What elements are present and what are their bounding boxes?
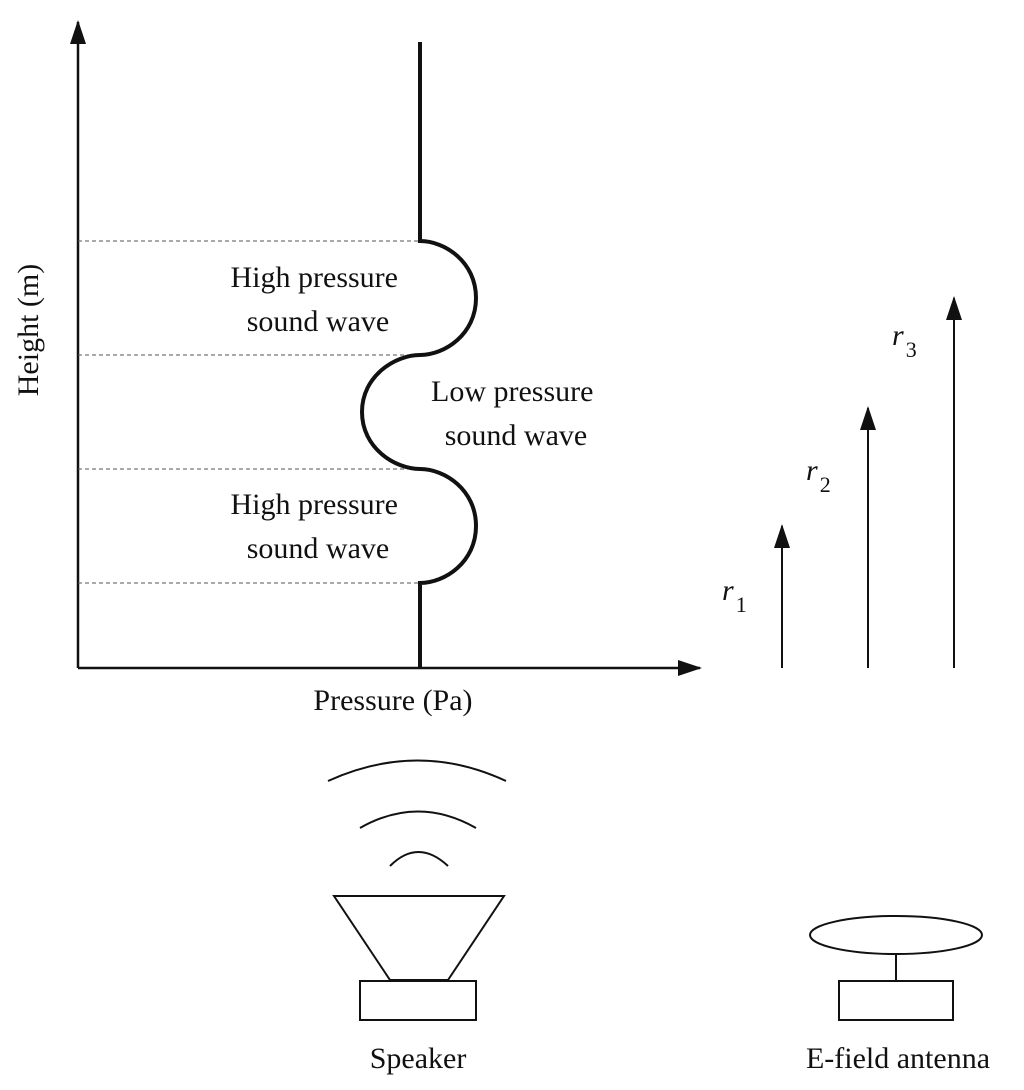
high-pressure-label-top: High pressure sound wave [231, 261, 406, 338]
distance-arrows: r1 r2 r3 [722, 296, 962, 668]
wave-region-labels: High pressure sound wave Low pressure so… [231, 261, 601, 565]
efield-antenna: E-field antenna [806, 915, 990, 1075]
high-pressure-label-bottom: High pressure sound wave [231, 488, 406, 565]
sound-wave-arc-large [327, 759, 507, 782]
pressure-boundaries [78, 240, 420, 584]
antenna-plate [809, 915, 983, 955]
axes: Height (m) Pressure (Pa) [12, 20, 702, 717]
antenna-label: E-field antenna [806, 1042, 990, 1075]
sound-wave-arc-medium [359, 810, 477, 829]
speaker: Speaker [327, 759, 507, 1075]
r2-label: r2 [806, 454, 831, 497]
y-axis-label: Height (m) [12, 264, 45, 396]
speaker-cone [332, 895, 506, 981]
low-pressure-label: Low pressure sound wave [431, 375, 601, 452]
pressure-profile-curve [359, 42, 479, 668]
antenna-base [838, 980, 954, 1021]
r3-label: r3 [892, 319, 917, 362]
speaker-label: Speaker [370, 1042, 467, 1075]
sound-wave-arc-small [389, 851, 449, 867]
x-axis-label: Pressure (Pa) [313, 684, 472, 717]
r1-label: r1 [722, 574, 747, 617]
speaker-base [359, 980, 477, 1021]
